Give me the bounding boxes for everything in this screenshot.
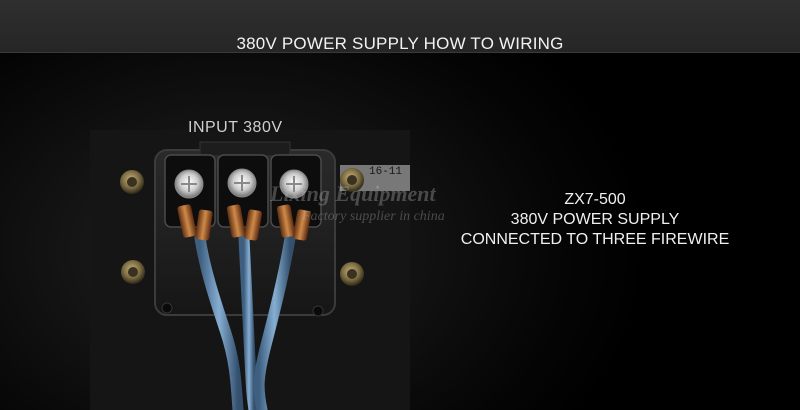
watermark-brand: Lixing Equipment (270, 181, 436, 206)
nameplate-text: 16-11 (369, 166, 403, 178)
cable-2 (238, 232, 260, 410)
description-caption: ZX7-500 380V POWER SUPPLY CONNECTED TO T… (430, 190, 760, 250)
terminal-block-top (199, 141, 291, 157)
cable-1 (194, 232, 244, 410)
cable-3 (253, 232, 296, 410)
terminal-screw-3 (279, 169, 309, 199)
header-band (0, 0, 800, 53)
crimp-lug-3 (276, 204, 312, 241)
panel-hole-right (312, 305, 324, 317)
mounting-bolt-bottom-right (340, 262, 364, 286)
header-title: 380V POWER SUPPLY HOW TO WIRING (236, 34, 564, 53)
mounting-bolt-top-left (120, 170, 144, 194)
caption-connection: CONNECTED TO THREE FIREWIRE (460, 231, 730, 248)
panel-hole-left (161, 302, 173, 314)
wiring-photo (90, 130, 410, 410)
caption-supply: 380V POWER SUPPLY (510, 211, 680, 228)
caption-model: ZX7-500 (564, 191, 626, 208)
terminal-screw-2 (227, 168, 257, 198)
watermark-tagline: Factory supplier in china (302, 209, 445, 224)
mounting-bolt-bottom-left (121, 260, 145, 284)
crimp-lug-2 (226, 204, 263, 241)
mounting-bolt-top-right (340, 168, 364, 192)
terminal-screw-1 (174, 169, 204, 199)
crimp-lug-1 (177, 204, 213, 241)
input-voltage-label: INPUT 380V (188, 119, 283, 136)
